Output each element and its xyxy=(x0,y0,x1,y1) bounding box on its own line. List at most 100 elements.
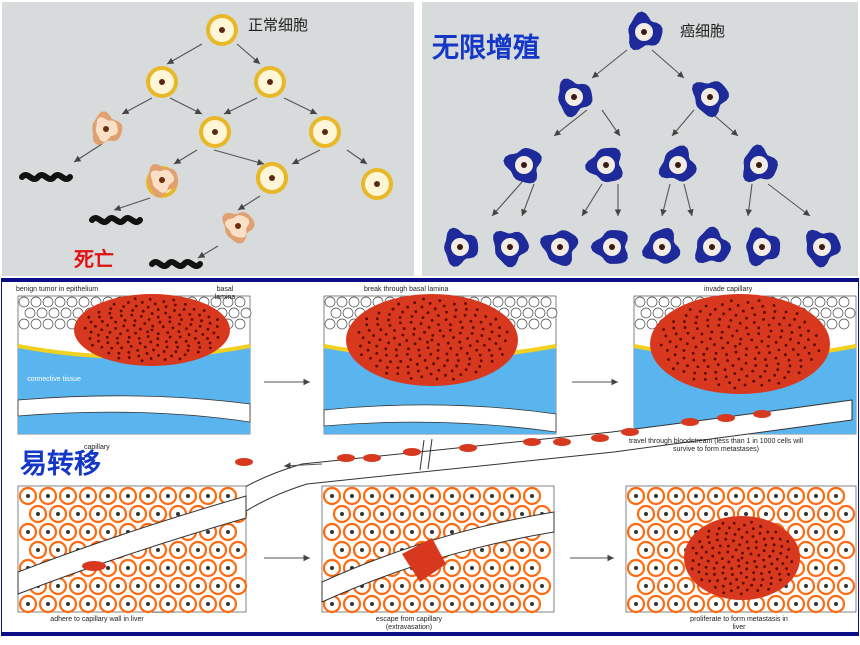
hepatocyte-nucleus xyxy=(520,512,524,516)
tumor-cell-nucleus xyxy=(100,345,104,349)
tumor-cell-nucleus xyxy=(446,341,450,345)
hepatocyte-nucleus xyxy=(66,602,70,606)
circulating-tumor-cell xyxy=(459,444,477,452)
hepatocyte-nucleus xyxy=(844,512,848,516)
tumor-cell-nucleus xyxy=(729,318,733,322)
tumor-cell-nucleus xyxy=(753,559,757,563)
tumor-cell-nucleus xyxy=(771,549,775,553)
tumor-cell-nucleus xyxy=(738,543,742,547)
hepatocyte-nucleus xyxy=(834,602,838,606)
hepatocyte-nucleus xyxy=(390,602,394,606)
hepatocyte-nucleus xyxy=(500,512,504,516)
tumor-cell-nucleus xyxy=(780,545,784,548)
liver-capillary xyxy=(17,495,247,595)
epithelial-cell xyxy=(30,296,42,308)
hepatocyte-nucleus xyxy=(430,494,434,498)
epithelial-cell xyxy=(634,318,646,330)
tumor-cell-nucleus xyxy=(190,318,194,321)
tumor-cell-nucleus xyxy=(665,348,669,352)
arrow xyxy=(283,462,323,469)
epithelial-cell xyxy=(234,318,246,330)
circulating-tumor-cell xyxy=(681,418,699,426)
hepatocyte-nucleus xyxy=(350,602,354,606)
tumor-cell-nucleus xyxy=(799,358,803,362)
hepatocyte-nucleus xyxy=(450,566,454,570)
tumor-cell-nucleus xyxy=(700,556,703,560)
cell-nucleus xyxy=(212,129,218,135)
hepatocyte-nucleus xyxy=(634,566,638,570)
hepatocyte-nucleus xyxy=(794,530,798,534)
tumor-cell-nucleus xyxy=(201,332,205,336)
tumor-cell-nucleus xyxy=(164,305,168,309)
epithelial-cell xyxy=(802,296,814,308)
tumor-cell-nucleus xyxy=(109,307,113,311)
tumor-cell-nucleus xyxy=(494,342,498,345)
tumor-cell-nucleus xyxy=(464,302,467,305)
tumor-cell-nucleus xyxy=(790,560,794,564)
tumor-cell-nucleus xyxy=(143,322,147,325)
tumor-cell-nucleus xyxy=(157,353,160,357)
tumor-cell-nucleus xyxy=(466,337,469,340)
tumor-cell-nucleus xyxy=(745,530,749,534)
tumor-cell-nucleus xyxy=(423,358,427,362)
tumor-cell-nucleus xyxy=(739,571,743,575)
tumor-cell-nucleus xyxy=(704,304,708,308)
hepatocyte-nucleus xyxy=(654,602,658,606)
tumor-cell-nucleus xyxy=(387,341,391,345)
caption-capillary: capillary xyxy=(84,444,110,451)
hepatocyte-nucleus xyxy=(146,494,150,498)
tumor-cell-nucleus xyxy=(672,320,676,324)
hepatocyte-nucleus xyxy=(824,548,828,552)
epithelial-cell xyxy=(330,307,342,319)
dead-cell-debris xyxy=(149,259,203,269)
tumor-cell-nucleus xyxy=(162,350,166,353)
tumor-cell-nucleus xyxy=(667,358,670,361)
tumor-cell-nucleus xyxy=(112,302,116,306)
tumor-cell-nucleus xyxy=(789,337,792,341)
tumor-cell-nucleus xyxy=(726,550,730,554)
epithelial-cell xyxy=(844,307,856,319)
tumor-cell-nucleus xyxy=(735,329,739,333)
tumor-cell-nucleus xyxy=(427,326,431,329)
hepatocyte-nucleus xyxy=(56,512,60,516)
tumor-cell-nucleus xyxy=(138,341,142,345)
tumor-cell-nucleus xyxy=(426,340,429,344)
tumor-cell-nucleus xyxy=(479,359,483,363)
tumor-cell-nucleus xyxy=(751,369,755,373)
tumor-cell-nucleus xyxy=(717,323,721,327)
tumor-cell-nucleus xyxy=(770,536,774,540)
hepatocyte-nucleus xyxy=(734,494,738,498)
arrow xyxy=(745,183,753,217)
tumor-cell-nucleus xyxy=(724,537,728,541)
tumor-cell-nucleus xyxy=(475,348,479,352)
normal-cell xyxy=(361,168,393,200)
tumor-cell-nucleus xyxy=(367,341,371,344)
tumor-cell-nucleus xyxy=(772,304,776,307)
circulating-tumor-cell xyxy=(621,428,639,436)
tumor-cell-nucleus xyxy=(444,318,448,322)
tumor-cell-nucleus xyxy=(725,353,729,356)
tumor-cell-nucleus xyxy=(745,316,748,320)
cancer-cells-panel: 癌细胞 无限增殖 xyxy=(422,2,858,276)
tumor-cell-nucleus xyxy=(414,310,418,313)
hepatocyte-nucleus xyxy=(226,494,230,498)
metastasis-diagram xyxy=(17,294,857,614)
hepatocyte-nucleus xyxy=(450,494,454,498)
epithelial-cell xyxy=(826,318,838,330)
tumor-cell-nucleus xyxy=(401,310,405,314)
tumor-cell-nucleus xyxy=(745,326,748,330)
tumor-cell-nucleus xyxy=(463,313,467,317)
hepatocyte-nucleus xyxy=(146,602,150,606)
tumor-cell-nucleus xyxy=(483,343,486,347)
hepatocyte-nucleus xyxy=(480,512,484,516)
tumor-cell-nucleus xyxy=(365,317,369,321)
tumor-cell-nucleus xyxy=(406,352,409,356)
tumor-cell-nucleus xyxy=(186,348,190,352)
hepatocyte-nucleus xyxy=(510,566,514,570)
tumor-cell-nucleus xyxy=(694,321,698,325)
tumor-cell-nucleus xyxy=(149,357,153,360)
tumor-cell-nucleus xyxy=(736,586,740,589)
tumor-cell-nucleus xyxy=(705,347,709,351)
tumor-cell-nucleus xyxy=(762,537,766,541)
tumor-cell-nucleus xyxy=(711,554,715,558)
